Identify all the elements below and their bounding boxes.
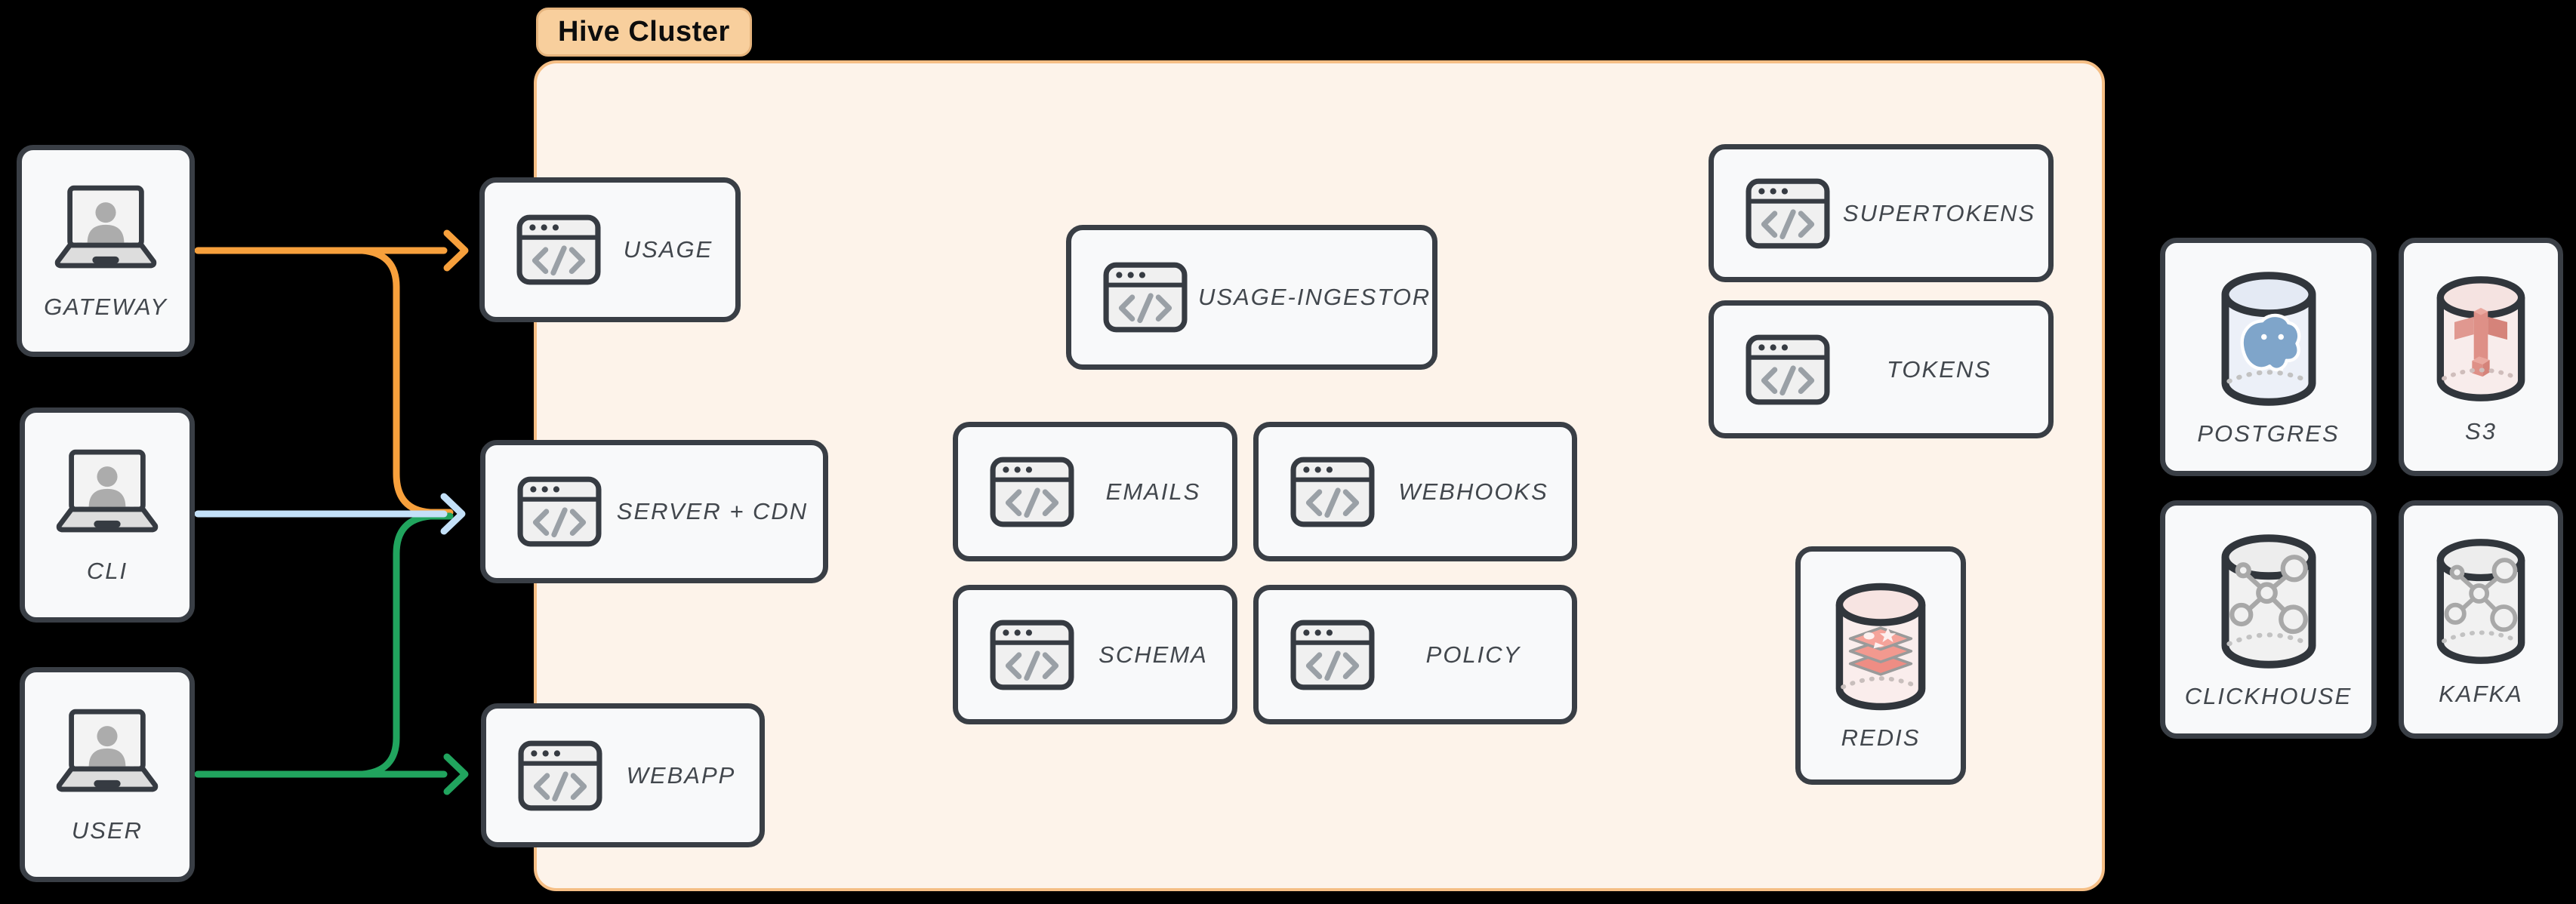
code-window-icon [517, 476, 602, 547]
external-label: KAFKA [2439, 681, 2523, 707]
service-label: SCHEMA [1098, 641, 1208, 668]
actor-label: USER [71, 816, 143, 844]
user-to-server-arrow [359, 512, 454, 778]
code-window-icon [518, 740, 602, 811]
service-node-policy: POLICY [1253, 585, 1577, 724]
service-label: WEBAPP [626, 761, 736, 789]
actor-label: CLI [86, 557, 128, 584]
service-node-usage: USAGE [479, 177, 741, 322]
service-node-usage-ingestor: USAGE-INGESTOR [1066, 225, 1437, 370]
service-label: SERVER + CDN [616, 498, 809, 524]
external-label: POSTGRES [2197, 420, 2340, 447]
s3-database-icon [2428, 269, 2534, 409]
user-to-webapp-arrowhead [443, 753, 469, 795]
code-window-icon [1103, 262, 1188, 333]
actor-node-user: USER [20, 667, 195, 882]
code-window-icon [1290, 457, 1375, 527]
service-label: USAGE [623, 236, 713, 263]
external-node-clickhouse: CLICKHOUSE [2160, 500, 2377, 739]
service-label: WEBHOOKS [1398, 478, 1548, 505]
code-window-icon [1290, 620, 1375, 690]
service-node-emails: EMAILS [953, 422, 1237, 561]
external-node-s3: S3 [2399, 238, 2563, 476]
service-node-webhooks: WEBHOOKS [1253, 422, 1577, 561]
postgres-database-icon [2212, 266, 2325, 411]
service-node-supertokens: SUPERTOKENS [1709, 144, 2054, 282]
cli-to-server-arrowhead [440, 493, 466, 535]
service-label: SUPERTOKENS [1842, 199, 2036, 226]
service-node-schema: SCHEMA [953, 585, 1237, 724]
laptop-user-icon [41, 706, 174, 804]
service-node-redis: REDIS [1795, 546, 1966, 785]
code-window-icon [990, 620, 1074, 690]
gateway-to-server-arrow [359, 247, 454, 516]
network-database-icon [2428, 531, 2534, 672]
service-label: TOKENS [1887, 355, 1992, 383]
code-window-icon [1746, 178, 1830, 249]
hive-cluster-badge: Hive Cluster [536, 8, 752, 57]
service-label: EMAILS [1105, 478, 1201, 505]
actor-node-cli: CLI [20, 407, 195, 623]
actor-label: GATEWAY [44, 293, 168, 320]
redis-database-icon [1826, 580, 1936, 714]
service-label: POLICY [1425, 641, 1521, 668]
service-label: USAGE-INGESTOR [1198, 284, 1431, 310]
actor-node-gateway: GATEWAY [17, 145, 195, 357]
service-node-tokens: TOKENS [1709, 300, 2054, 438]
gateway-to-usage-arrowhead [443, 229, 469, 272]
service-node-webapp: WEBAPP [481, 703, 765, 847]
laptop-user-icon [41, 446, 174, 544]
external-label: CLICKHOUSE [2184, 683, 2353, 709]
external-node-kafka: KAFKA [2399, 500, 2563, 739]
network-database-icon [2212, 529, 2325, 674]
service-label: REDIS [1841, 724, 1921, 751]
service-node-server-cdn: SERVER + CDN [480, 440, 828, 583]
code-window-icon [516, 214, 601, 285]
external-label: S3 [2465, 418, 2497, 444]
laptop-user-icon [39, 182, 172, 280]
code-window-icon [1746, 334, 1830, 405]
code-window-icon [990, 457, 1074, 527]
external-node-postgres: POSTGRES [2160, 238, 2377, 476]
